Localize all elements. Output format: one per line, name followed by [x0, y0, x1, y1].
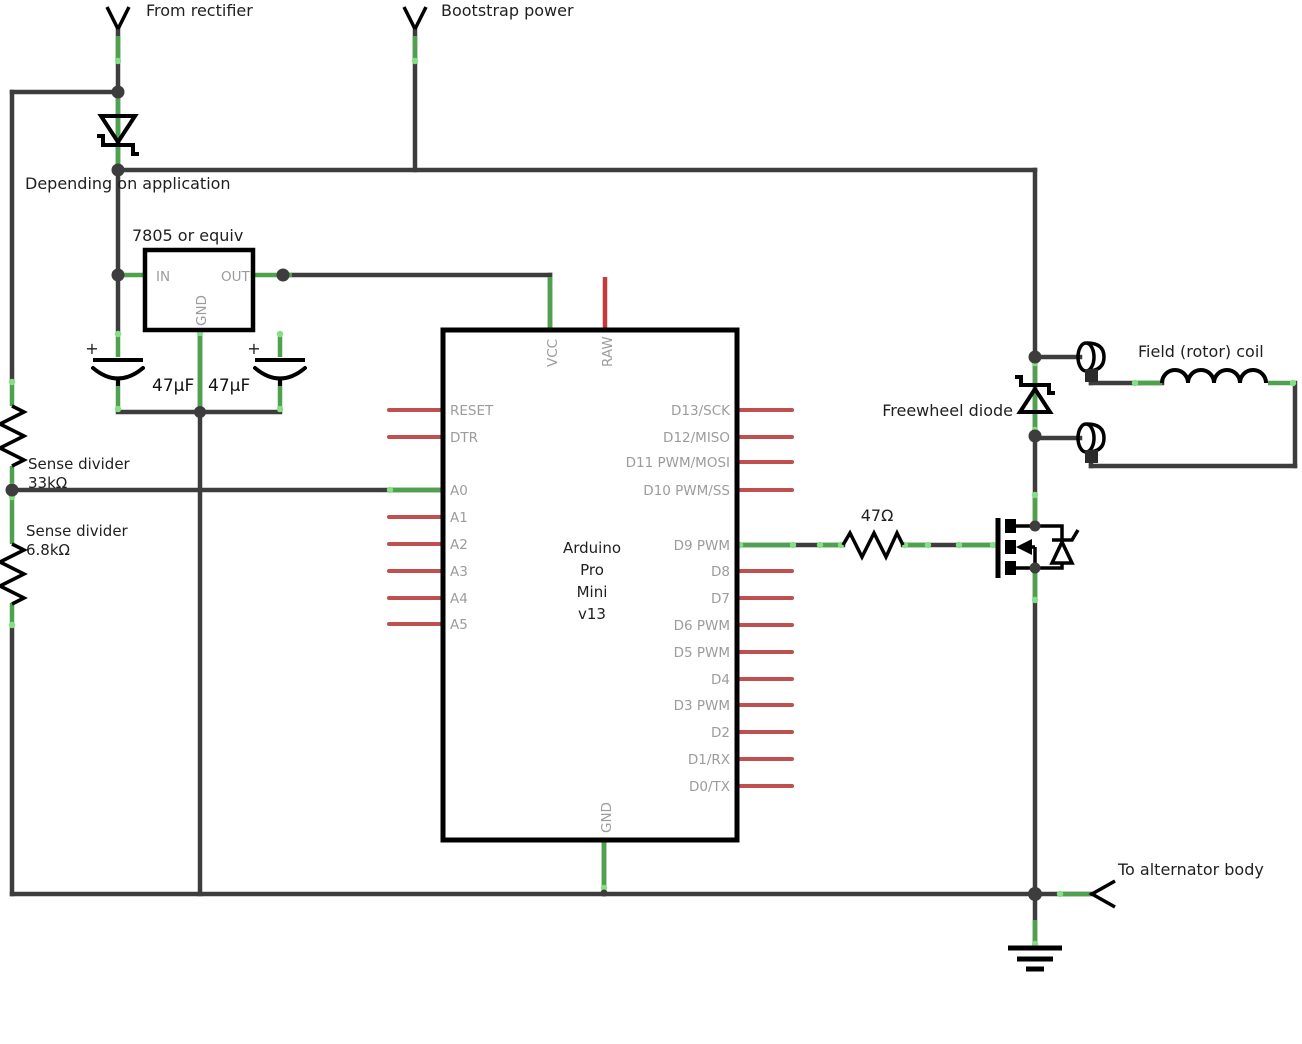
- label-sense1-line2: 33kΩ: [28, 474, 67, 492]
- pin-label-d7: D7: [711, 591, 730, 607]
- label-from-rectifier: From rectifier: [146, 1, 253, 20]
- arduino-name-line3: Mini: [577, 583, 608, 601]
- pin-label-d1: D1/RX: [688, 752, 730, 768]
- pin-label-d6: D6 PWM: [674, 618, 730, 634]
- mosfet-body-diode: [1049, 529, 1080, 565]
- slip-ring-connector-top: [1076, 341, 1106, 382]
- earth-ground-icon: [1008, 945, 1062, 972]
- cap2-plus-sign: +: [247, 339, 260, 358]
- pin-label-a3: A3: [450, 564, 468, 580]
- label-sense2-line2: 6.8kΩ: [26, 541, 70, 559]
- cap1-plus-sign: +: [85, 339, 98, 358]
- pin-label-d11: D11 PWM/MOSI: [626, 455, 730, 471]
- mosfet-body-plate: [1005, 540, 1016, 554]
- pin-label-d8: D8: [711, 564, 730, 580]
- mosfet-arrow: [1016, 539, 1032, 555]
- capacitor1-symbol: [91, 358, 145, 386]
- label-to-alternator-body: To alternator body: [1117, 860, 1264, 879]
- mosfet-drain-plate: [1005, 519, 1016, 533]
- regulator-out-pin-label: OUT: [221, 269, 251, 285]
- pin-stubs: [387, 277, 794, 788]
- pin-label-d10: D10 PWM/SS: [643, 483, 730, 499]
- pin-label-d13: D13/SCK: [671, 403, 731, 419]
- resistor-33k-symbol: [0, 404, 28, 468]
- pin-label-a1: A1: [450, 510, 468, 526]
- arduino-name-line4: v13: [578, 605, 606, 623]
- arduino-name: Arduino Pro Mini v13: [563, 539, 621, 623]
- regulator-in-pin-label: IN: [156, 269, 170, 285]
- voltage-regulator-outline: [142, 247, 256, 333]
- resistor-47ohm-symbol: [841, 528, 905, 562]
- label-gate-resistor: 47Ω: [861, 506, 894, 525]
- label-freewheel-diode: Freewheel diode: [882, 401, 1013, 420]
- label-bootstrap-power: Bootstrap power: [441, 1, 574, 20]
- pin-label-a5: A5: [450, 617, 468, 633]
- pin-label-d0: D0/TX: [689, 779, 730, 795]
- connector-pin-top: [1085, 369, 1098, 382]
- capacitor2-symbol: [253, 358, 307, 386]
- pin-label-vcc: VCC: [545, 339, 561, 367]
- antenna-icon-bootstrap-power: [402, 6, 428, 30]
- label-field-coil: Field (rotor) coil: [1138, 342, 1264, 361]
- pin-label-a2: A2: [450, 537, 468, 553]
- label-sense1-line1: Sense divider: [28, 455, 131, 473]
- label-sense2-line1: Sense divider: [26, 522, 129, 540]
- pin-label-d3: D3 PWM: [674, 698, 730, 714]
- connector-pin-bottom: [1085, 450, 1098, 463]
- label-cap2-value: 47µF: [208, 376, 250, 396]
- label-depending-on-application: Depending on application: [25, 174, 231, 193]
- pin-label-a4: A4: [450, 591, 468, 607]
- resistor-6k8-symbol: [0, 542, 28, 606]
- pin-label-d12: D12/MISO: [663, 430, 730, 446]
- mosfet-source-plate: [1005, 561, 1016, 575]
- pin-label-d5: D5 PWM: [674, 645, 730, 661]
- slip-ring-connector-bottom: [1076, 422, 1106, 463]
- pin-label-reset: RESET: [450, 403, 494, 419]
- arduino-name-line1: Arduino: [563, 539, 621, 557]
- arduino-pin-labels: VCC RAW RESET DTR A0 A1 A2 A3 A4 A5 D13/…: [450, 336, 731, 833]
- regulator-gnd-pin-label: GND: [194, 295, 210, 326]
- labels-layer: From rectifier Bootstrap power Depending…: [25, 1, 1264, 879]
- antenna-icon-from-rectifier: [105, 6, 131, 30]
- junction-dots: [5, 85, 1042, 901]
- pin-label-gnd: GND: [599, 802, 615, 833]
- pin-label-dtr: DTR: [450, 430, 478, 446]
- pin-label-d4: D4: [711, 672, 730, 688]
- pin-label-raw: RAW: [600, 336, 616, 367]
- freewheel-diode-symbol: [1015, 375, 1055, 414]
- field-coil-symbol: [1160, 368, 1268, 384]
- alternator-body-connector-icon: [1088, 879, 1116, 909]
- arduino-board-outline: [440, 327, 740, 843]
- pin-label-a0: A0: [450, 483, 468, 499]
- label-regulator-title: 7805 or equiv: [132, 226, 243, 245]
- pin-label-d9: D9 PWM: [674, 538, 730, 554]
- arduino-name-line2: Pro: [580, 561, 604, 579]
- label-cap1-value: 47µF: [152, 376, 194, 396]
- pin-label-d2: D2: [711, 725, 730, 741]
- voltage-regulator-7805: IN OUT GND: [142, 247, 256, 333]
- input-zener-diode-symbol: [97, 114, 139, 156]
